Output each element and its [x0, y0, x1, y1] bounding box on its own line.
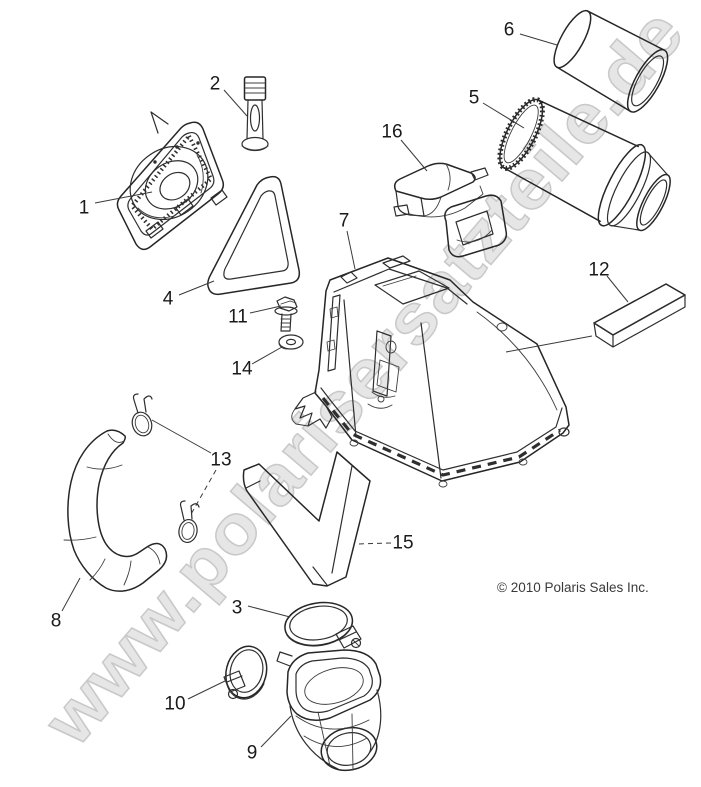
leader-line: [260, 715, 292, 748]
callout-label-9: 9: [247, 743, 258, 764]
leader-line: [187, 679, 228, 700]
callout-label-10: 10: [164, 694, 185, 715]
leader-line: [346, 230, 356, 270]
leader-line: [356, 542, 392, 545]
leader-line: [249, 305, 282, 314]
leader-line: [247, 605, 291, 618]
callout-label-11: 11: [228, 307, 248, 328]
copyright-text: © 2010 Polaris Sales Inc.: [497, 580, 649, 595]
watermark-text: www.polarisersatzteile.de: [28, 0, 698, 760]
part-9-outlet-boot-drawing: [276, 649, 382, 772]
callout-label-6: 6: [504, 20, 515, 41]
part-13-spring-clamps-drawing: [131, 393, 200, 544]
leader-line: [505, 335, 593, 353]
part-4-cover-seal-drawing: [207, 175, 301, 296]
callout-label-4: 4: [163, 289, 174, 310]
callout-label-8: 8: [51, 611, 62, 632]
part-3-hose-clamp-drawing: [284, 601, 362, 649]
callout-label-14: 14: [231, 359, 253, 380]
part-7-airbox-body-drawing: [291, 255, 570, 488]
leader-line: [606, 275, 629, 303]
part-1-airbox-cover-drawing: [116, 111, 228, 251]
leader-line: [61, 577, 81, 612]
part-10-hose-clamp-drawing: [223, 645, 268, 700]
callout-label-3: 3: [232, 598, 243, 619]
part-8-intake-duct-drawing: [63, 429, 168, 592]
part-15-foam-seal-drawing: [242, 451, 371, 587]
part-14-washer-drawing: [278, 334, 304, 350]
leader-line: [251, 346, 283, 365]
callout-label-13: 13: [210, 450, 231, 471]
leader-line: [178, 280, 215, 296]
part-16-intake-cap-drawing: [393, 162, 508, 258]
callout-label-2: 2: [210, 74, 221, 95]
part-2-breather-valve-drawing: [241, 76, 269, 152]
leader-line: [151, 419, 212, 454]
leader-line: [400, 139, 428, 172]
leader-line: [94, 191, 153, 204]
callout-label-12: 12: [588, 260, 609, 281]
leader-line: [519, 33, 558, 46]
part-11-bolt-drawing: [274, 296, 298, 332]
part-5-air-filter-drawing: [497, 97, 671, 232]
callout-label-5: 5: [469, 88, 480, 109]
leader-line: [223, 89, 248, 117]
callout-label-15: 15: [392, 533, 413, 554]
part-12-seal-strip-drawing: [593, 283, 686, 348]
callout-label-1: 1: [79, 198, 90, 219]
callout-label-16: 16: [381, 122, 402, 143]
part-6-foam-filter-drawing: [553, 9, 669, 113]
leader-line: [482, 102, 525, 129]
callout-label-7: 7: [339, 211, 350, 232]
